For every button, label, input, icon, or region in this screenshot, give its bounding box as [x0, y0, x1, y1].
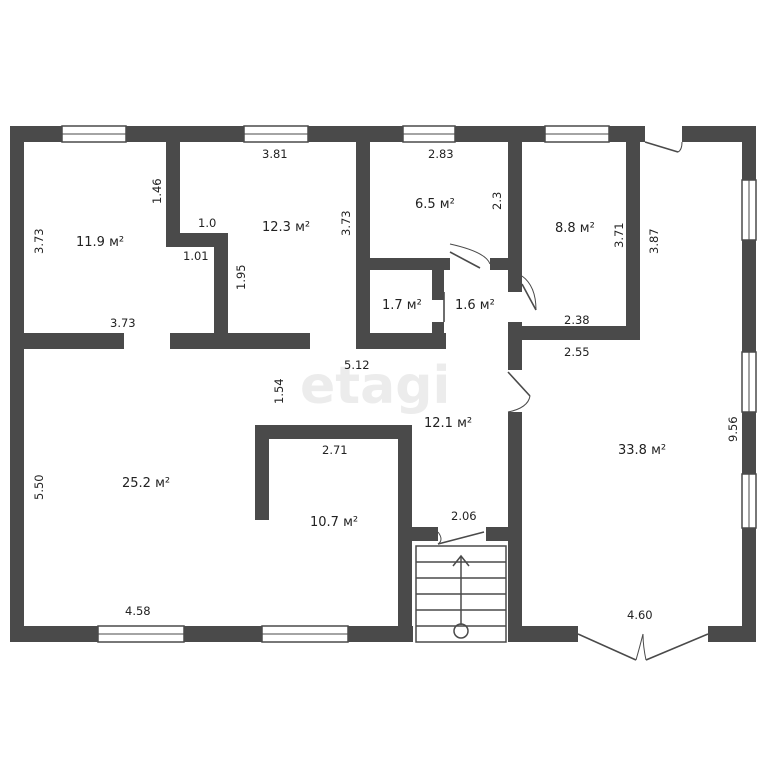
dimension-label: 4.58 [125, 604, 151, 618]
dimension-label: 1.0 [198, 216, 216, 230]
dimension-label: 3.73 [339, 210, 353, 236]
dimension-label: 5.50 [32, 474, 46, 500]
room-area-label: 25.2 м² [122, 476, 170, 491]
room-area-label: 10.7 м² [310, 515, 358, 530]
window-right-1 [741, 179, 757, 241]
dimension-label: 3.71 [612, 222, 626, 248]
door-bottom-entrance [577, 633, 709, 661]
window-top-1 [61, 125, 127, 143]
dimension-label: 2.71 [322, 443, 348, 457]
room-area-label: 1.6 м² [455, 298, 495, 313]
dimension-label: 3.87 [647, 228, 661, 254]
dimension-label: 1.01 [183, 249, 209, 263]
dimension-label: 9.56 [726, 416, 740, 442]
dimension-label: 1.95 [234, 264, 248, 290]
door-top-right [644, 141, 683, 153]
stairs [415, 545, 507, 643]
dimension-label: 1.54 [272, 378, 286, 404]
dimension-label: 2.38 [564, 313, 590, 327]
room-area-label: 12.1 м² [424, 416, 472, 431]
dimension-label: 4.60 [627, 608, 653, 622]
dimension-label: 2.06 [451, 509, 477, 523]
room-area-label: 8.8 м² [555, 221, 595, 236]
window-right-2 [741, 351, 757, 413]
dimension-labels: 3.73 3.73 1.46 1.0 1.01 1.95 3.81 3.73 2… [32, 147, 740, 622]
door-room-f [443, 243, 491, 322]
doors [437, 141, 709, 661]
dimension-label: 2.83 [428, 147, 454, 161]
windows [61, 125, 757, 643]
window-top-2 [243, 125, 309, 143]
room-area-label: 33.8 м² [618, 443, 666, 458]
window-top-3 [402, 125, 456, 143]
watermark-logo: etagi [300, 356, 450, 416]
window-bottom-1 [97, 625, 185, 643]
dimension-label: 1.46 [150, 178, 164, 204]
room-area-label: 12.3 м² [262, 220, 310, 235]
dimension-label: 5.12 [344, 358, 370, 372]
dimension-label: 3.73 [32, 228, 46, 254]
dimension-label: 2.3 [490, 192, 504, 210]
window-bottom-2 [261, 625, 349, 643]
door-room-d [521, 275, 537, 311]
dimension-label: 3.73 [110, 316, 136, 330]
door-room-j [507, 371, 531, 413]
room-area-label: 6.5 м² [415, 197, 455, 212]
door-stair [437, 531, 485, 545]
window-right-3 [741, 473, 757, 529]
dimension-label: 2.55 [564, 345, 590, 359]
room-area-label: 11.9 м² [76, 235, 124, 250]
dimension-label: 3.81 [262, 147, 288, 161]
room-area-label: 1.7 м² [382, 298, 422, 313]
room-labels: 11.9 м² 12.3 м² 6.5 м² 8.8 м² 1.7 м² 1.6… [76, 197, 666, 530]
interior-walls [24, 142, 640, 642]
window-top-4 [544, 125, 610, 143]
